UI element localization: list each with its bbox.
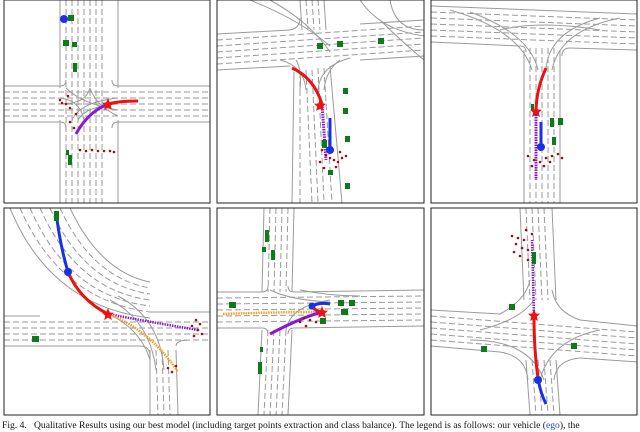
target-points (298, 316, 318, 328)
figure-caption: Fig. 4. Qualitative Results using our be… (2, 419, 640, 432)
panel-frame (3, 207, 211, 416)
objects (317, 38, 384, 189)
panel-frame (216, 0, 425, 204)
target-points (510, 228, 534, 262)
target-points (526, 152, 564, 168)
objects (229, 230, 355, 374)
ground-truth-path (534, 67, 548, 113)
panel-frame (216, 207, 425, 416)
prediction-path (107, 312, 199, 332)
ground-truth-path (532, 315, 540, 379)
objects (481, 252, 577, 352)
objects (63, 15, 77, 165)
road-lines (431, 208, 637, 415)
prediction-path (530, 239, 536, 317)
ground-truth-path (66, 271, 109, 316)
alt-prediction-path (221, 310, 323, 316)
target-points (166, 318, 204, 374)
road-lines (4, 0, 210, 203)
panel-frame (430, 207, 638, 416)
target-points (318, 148, 348, 174)
road-lines (217, 0, 424, 203)
caption-label: Fig. 4. (2, 420, 27, 431)
ego-vehicle (60, 15, 68, 23)
panel-bottom-left (3, 207, 211, 416)
alt-prediction-path (107, 312, 180, 373)
panel-top-middle (216, 0, 425, 204)
caption-ego-link[interactable]: ego (546, 420, 560, 431)
panel-bottom-middle (216, 207, 425, 416)
objects (531, 104, 563, 145)
panel-bottom-right (430, 207, 638, 416)
ego-vehicle (534, 376, 542, 384)
prediction-path (320, 103, 328, 161)
panel-frame (430, 0, 638, 204)
panel-top-right (430, 0, 638, 204)
ego-star (102, 98, 114, 110)
road-lines (4, 208, 210, 415)
panel-frame (3, 0, 211, 204)
ego-vehicle (64, 268, 72, 276)
ego-star (102, 308, 114, 320)
ego-star (314, 99, 326, 111)
ego-vehicle (308, 302, 316, 310)
ego-star (528, 309, 540, 321)
caption-text-end: ), the (559, 420, 580, 431)
objects (32, 211, 59, 342)
prediction-path (269, 310, 323, 336)
ego-star (316, 306, 328, 318)
ego-vehicle (537, 143, 545, 151)
target-points (58, 94, 116, 154)
ground-truth-path (291, 66, 324, 105)
caption-text: Qualitative Results using our best model… (34, 420, 546, 431)
ego-star (530, 105, 542, 117)
panel-top-left (3, 0, 211, 204)
ego-vehicle (326, 146, 334, 154)
prediction-path (74, 102, 109, 135)
road-lines (431, 5, 637, 203)
